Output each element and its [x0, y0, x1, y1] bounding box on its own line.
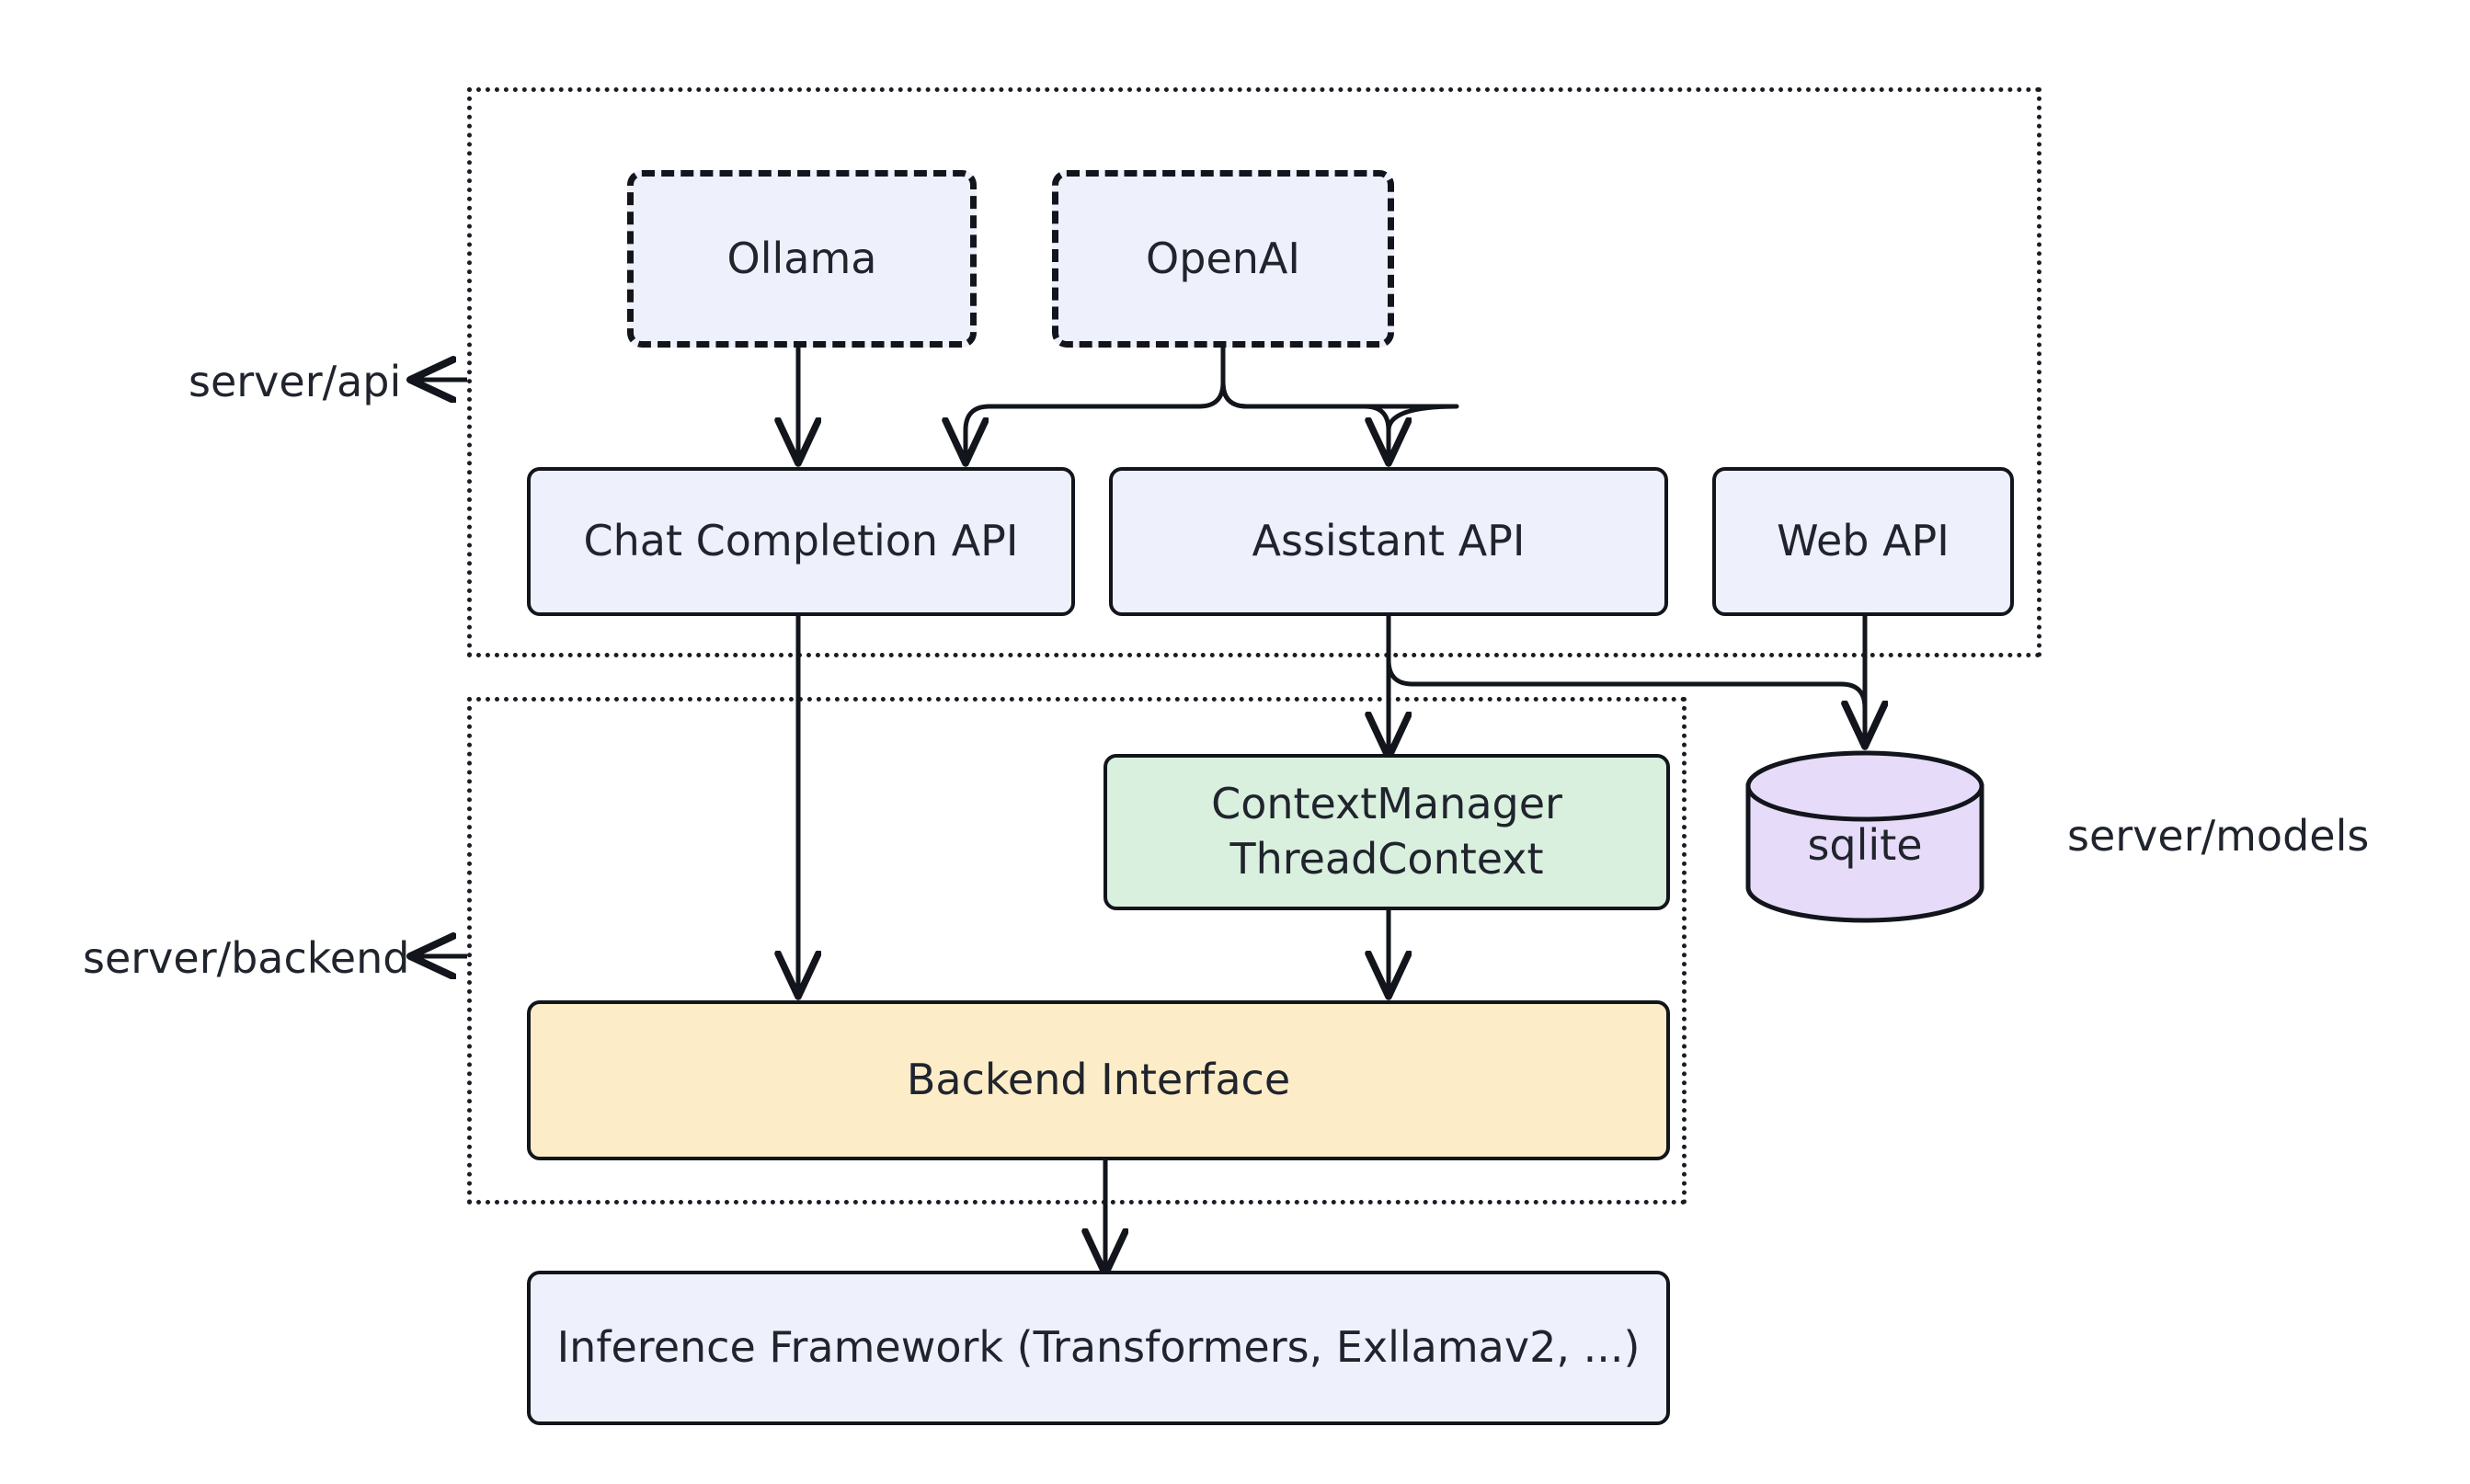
- node-openai-label: OpenAI: [1146, 233, 1300, 283]
- node-sqlite-label: sqlite: [1807, 820, 1923, 870]
- node-ollama-label: Ollama: [726, 233, 877, 283]
- node-context-manager[interactable]: ContextManager ThreadContext: [1103, 754, 1670, 910]
- node-inference-framework-label: Inference Framework (Transformers, Exlla…: [556, 1322, 1641, 1373]
- label-server-api: server/api: [189, 357, 402, 406]
- node-backend-interface[interactable]: Backend Interface: [527, 1000, 1670, 1160]
- sqlite-cylinder: [1745, 750, 1984, 923]
- node-web-api[interactable]: Web API: [1712, 467, 2014, 616]
- node-openai[interactable]: OpenAI: [1052, 170, 1394, 348]
- node-chat-completion-api-label: Chat Completion API: [583, 516, 1019, 566]
- node-backend-interface-label: Backend Interface: [906, 1055, 1291, 1105]
- node-assistant-api[interactable]: Assistant API: [1109, 467, 1668, 616]
- edge-openai-to-chat-api: [966, 382, 1226, 460]
- edge-openai-fork-right-run: [1220, 382, 1391, 460]
- node-context-manager-label: ContextManager ThreadContext: [1211, 779, 1562, 884]
- node-inference-framework[interactable]: Inference Framework (Transformers, Exlla…: [527, 1271, 1670, 1425]
- node-web-api-label: Web API: [1777, 516, 1950, 566]
- label-server-models: server/models: [2067, 811, 2370, 861]
- label-server-backend: server/backend: [83, 933, 410, 983]
- node-ollama[interactable]: Ollama: [627, 170, 977, 348]
- node-chat-completion-api[interactable]: Chat Completion API: [527, 467, 1075, 616]
- group-server-api: [467, 87, 2041, 657]
- node-assistant-api-label: Assistant API: [1252, 516, 1526, 566]
- group-server-backend: [467, 697, 1687, 1204]
